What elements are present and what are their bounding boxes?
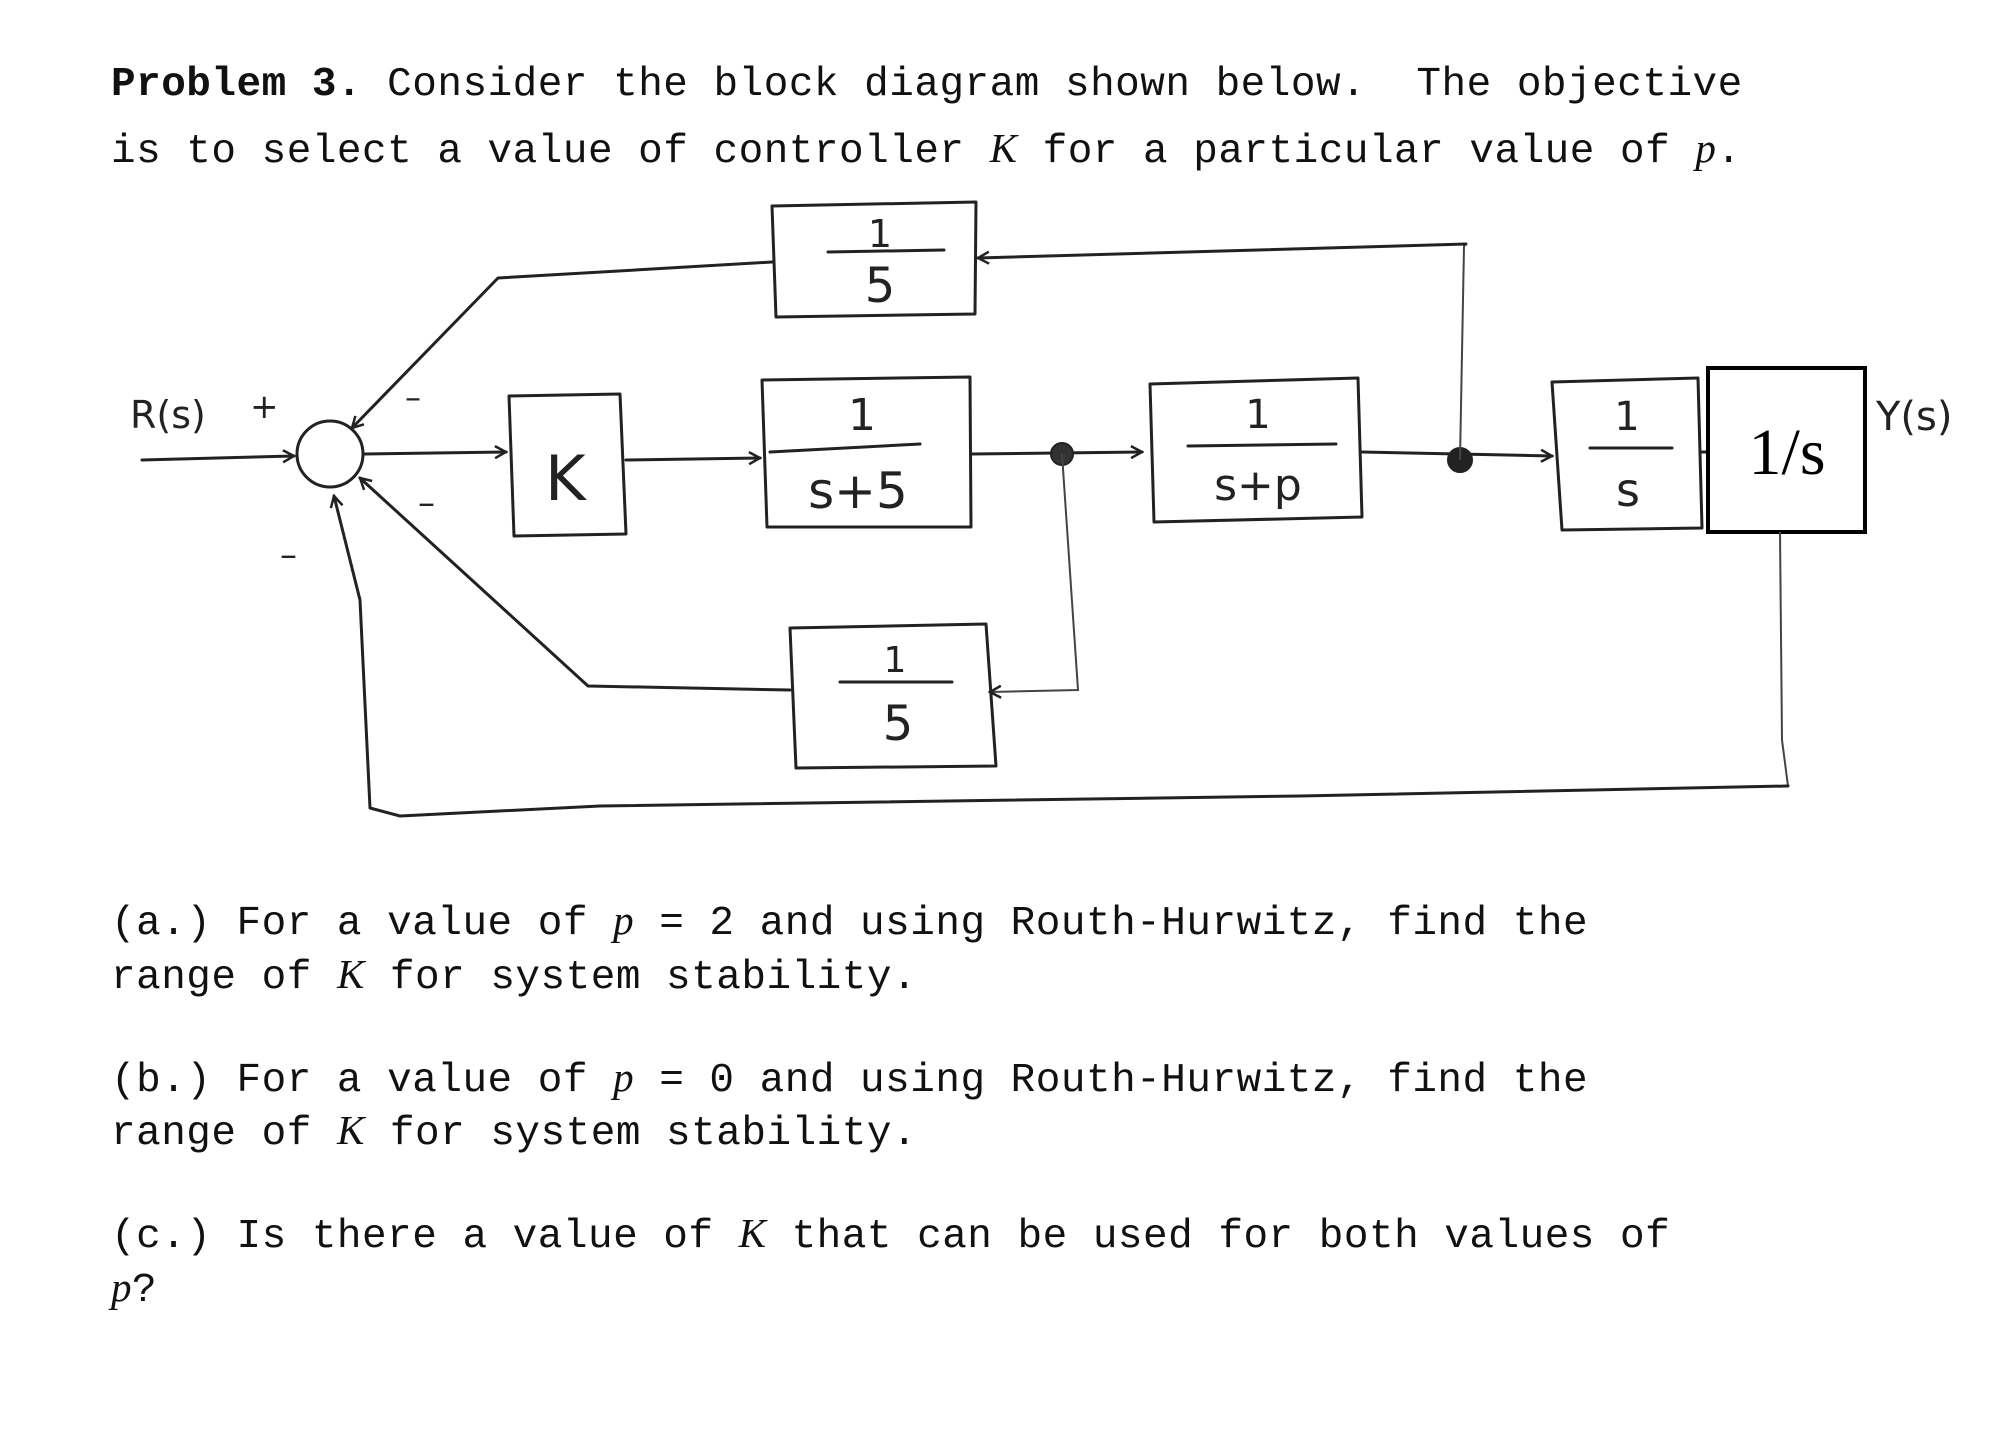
- variable-K: K: [336, 951, 365, 997]
- top-feedback-to-sum: [352, 260, 774, 428]
- plant-block-s-plus-p: [1148, 376, 1364, 524]
- signal-sum-to-K: [362, 452, 506, 454]
- question-b-text-2: = 0 and using Routh-Hurwitz, find the: [634, 1058, 1589, 1104]
- integrator-block-typed: [1706, 366, 1867, 534]
- plant2-numerator: 1: [1245, 392, 1270, 438]
- problem-intro-text: Consider the block diagram shown below. …: [362, 62, 1743, 108]
- question-a-text-2: = 2 and using Routh-Hurwitz, find the: [634, 901, 1589, 947]
- problem-statement-line-2: is to select a value of controller K for…: [111, 124, 1741, 175]
- top-feedback-riser: [1459, 243, 1467, 461]
- problem-intro-text-3: for a particular value of: [1017, 129, 1696, 175]
- bottom-feedback-denominator: 5: [883, 696, 914, 752]
- variable-p: p: [613, 897, 635, 943]
- variable-p: p: [111, 1264, 132, 1310]
- plant1-denominator: s+5: [808, 462, 908, 520]
- plant1-numerator: 1: [848, 390, 876, 441]
- outer-feedback-to-sum: [334, 496, 1790, 818]
- controller-block-K: [507, 392, 628, 538]
- question-a-text-3: range of: [111, 955, 337, 1001]
- problem-statement-line-1: Problem 3. Consider the block diagram sh…: [111, 62, 1743, 108]
- variable-p: p: [1695, 125, 1717, 171]
- question-c-text-2: that can be used for both values of: [766, 1214, 1671, 1260]
- sum-sign-bottom-feedback: –: [418, 483, 435, 523]
- controller-K-label: K: [545, 442, 587, 515]
- integrator-block-handwritten: [1550, 376, 1704, 532]
- output-label: Y(s): [1875, 394, 1952, 440]
- top-feedback-denominator: 5: [865, 258, 896, 314]
- variable-K: K: [336, 1107, 365, 1153]
- bottom-feedback-to-sum: [360, 478, 792, 692]
- top-feedback-fraction-bar: [826, 248, 946, 254]
- sum-sign-outer-feedback: –: [280, 535, 297, 575]
- variable-p: p: [613, 1054, 635, 1100]
- integrator-hand-numerator: 1: [1614, 394, 1639, 440]
- plant2-fraction-bar: [1186, 442, 1338, 448]
- question-c-line-2: p?: [111, 1263, 157, 1314]
- question-a-text: (a.) For a value of: [111, 901, 614, 947]
- variable-K: K: [738, 1210, 767, 1256]
- sum-sign-input: +: [250, 387, 279, 427]
- bottom-feedback-riser: [990, 453, 1080, 692]
- signal-K-to-plant1: [624, 458, 760, 460]
- plant1-fraction-bar: [768, 442, 922, 454]
- sum-sign-top-feedback: –: [405, 378, 421, 416]
- bottom-feedback-numerator: 1: [884, 640, 907, 681]
- question-mark: ?: [132, 1268, 158, 1314]
- input-signal-line: [140, 456, 294, 460]
- feedback-block-bottom-1-over-5: [788, 622, 998, 770]
- outer-feedback-riser: [1779, 531, 1789, 787]
- question-a-text-4: for system stability.: [364, 955, 918, 1001]
- period: .: [1716, 129, 1742, 175]
- feedback-block-top-1-over-5: [770, 200, 978, 319]
- integrator-typed-label: 1/s: [1748, 416, 1825, 489]
- question-a-line-2: range of K for system stability.: [111, 950, 917, 1001]
- question-a-line-1: (a.) For a value of p = 2 and using Rout…: [111, 896, 1588, 947]
- top-feedback-into-block: [978, 242, 1468, 258]
- variable-K: K: [989, 125, 1018, 171]
- question-c-line-1: (c.) Is there a value of K that can be u…: [111, 1209, 1670, 1260]
- question-b-text-4: for system stability.: [364, 1111, 918, 1157]
- summing-junction: [295, 419, 365, 489]
- question-b-line-2: range of K for system stability.: [111, 1106, 917, 1157]
- question-b-text-3: range of: [111, 1111, 337, 1157]
- question-b-text: (b.) For a value of: [111, 1058, 614, 1104]
- problem-label: Problem 3.: [111, 62, 363, 108]
- question-c-text: (c.) Is there a value of: [111, 1214, 739, 1260]
- plant-block-s-plus-5: [760, 375, 973, 529]
- integrator-hand-denominator: s: [1616, 463, 1640, 517]
- input-label: R(s): [130, 393, 206, 437]
- problem-intro-text-2: is to select a value of controller: [111, 129, 990, 175]
- top-feedback-numerator: 1: [868, 212, 892, 256]
- plant2-denominator: s+p: [1214, 460, 1302, 511]
- question-b-line-1: (b.) For a value of p = 0 and using Rout…: [111, 1053, 1588, 1104]
